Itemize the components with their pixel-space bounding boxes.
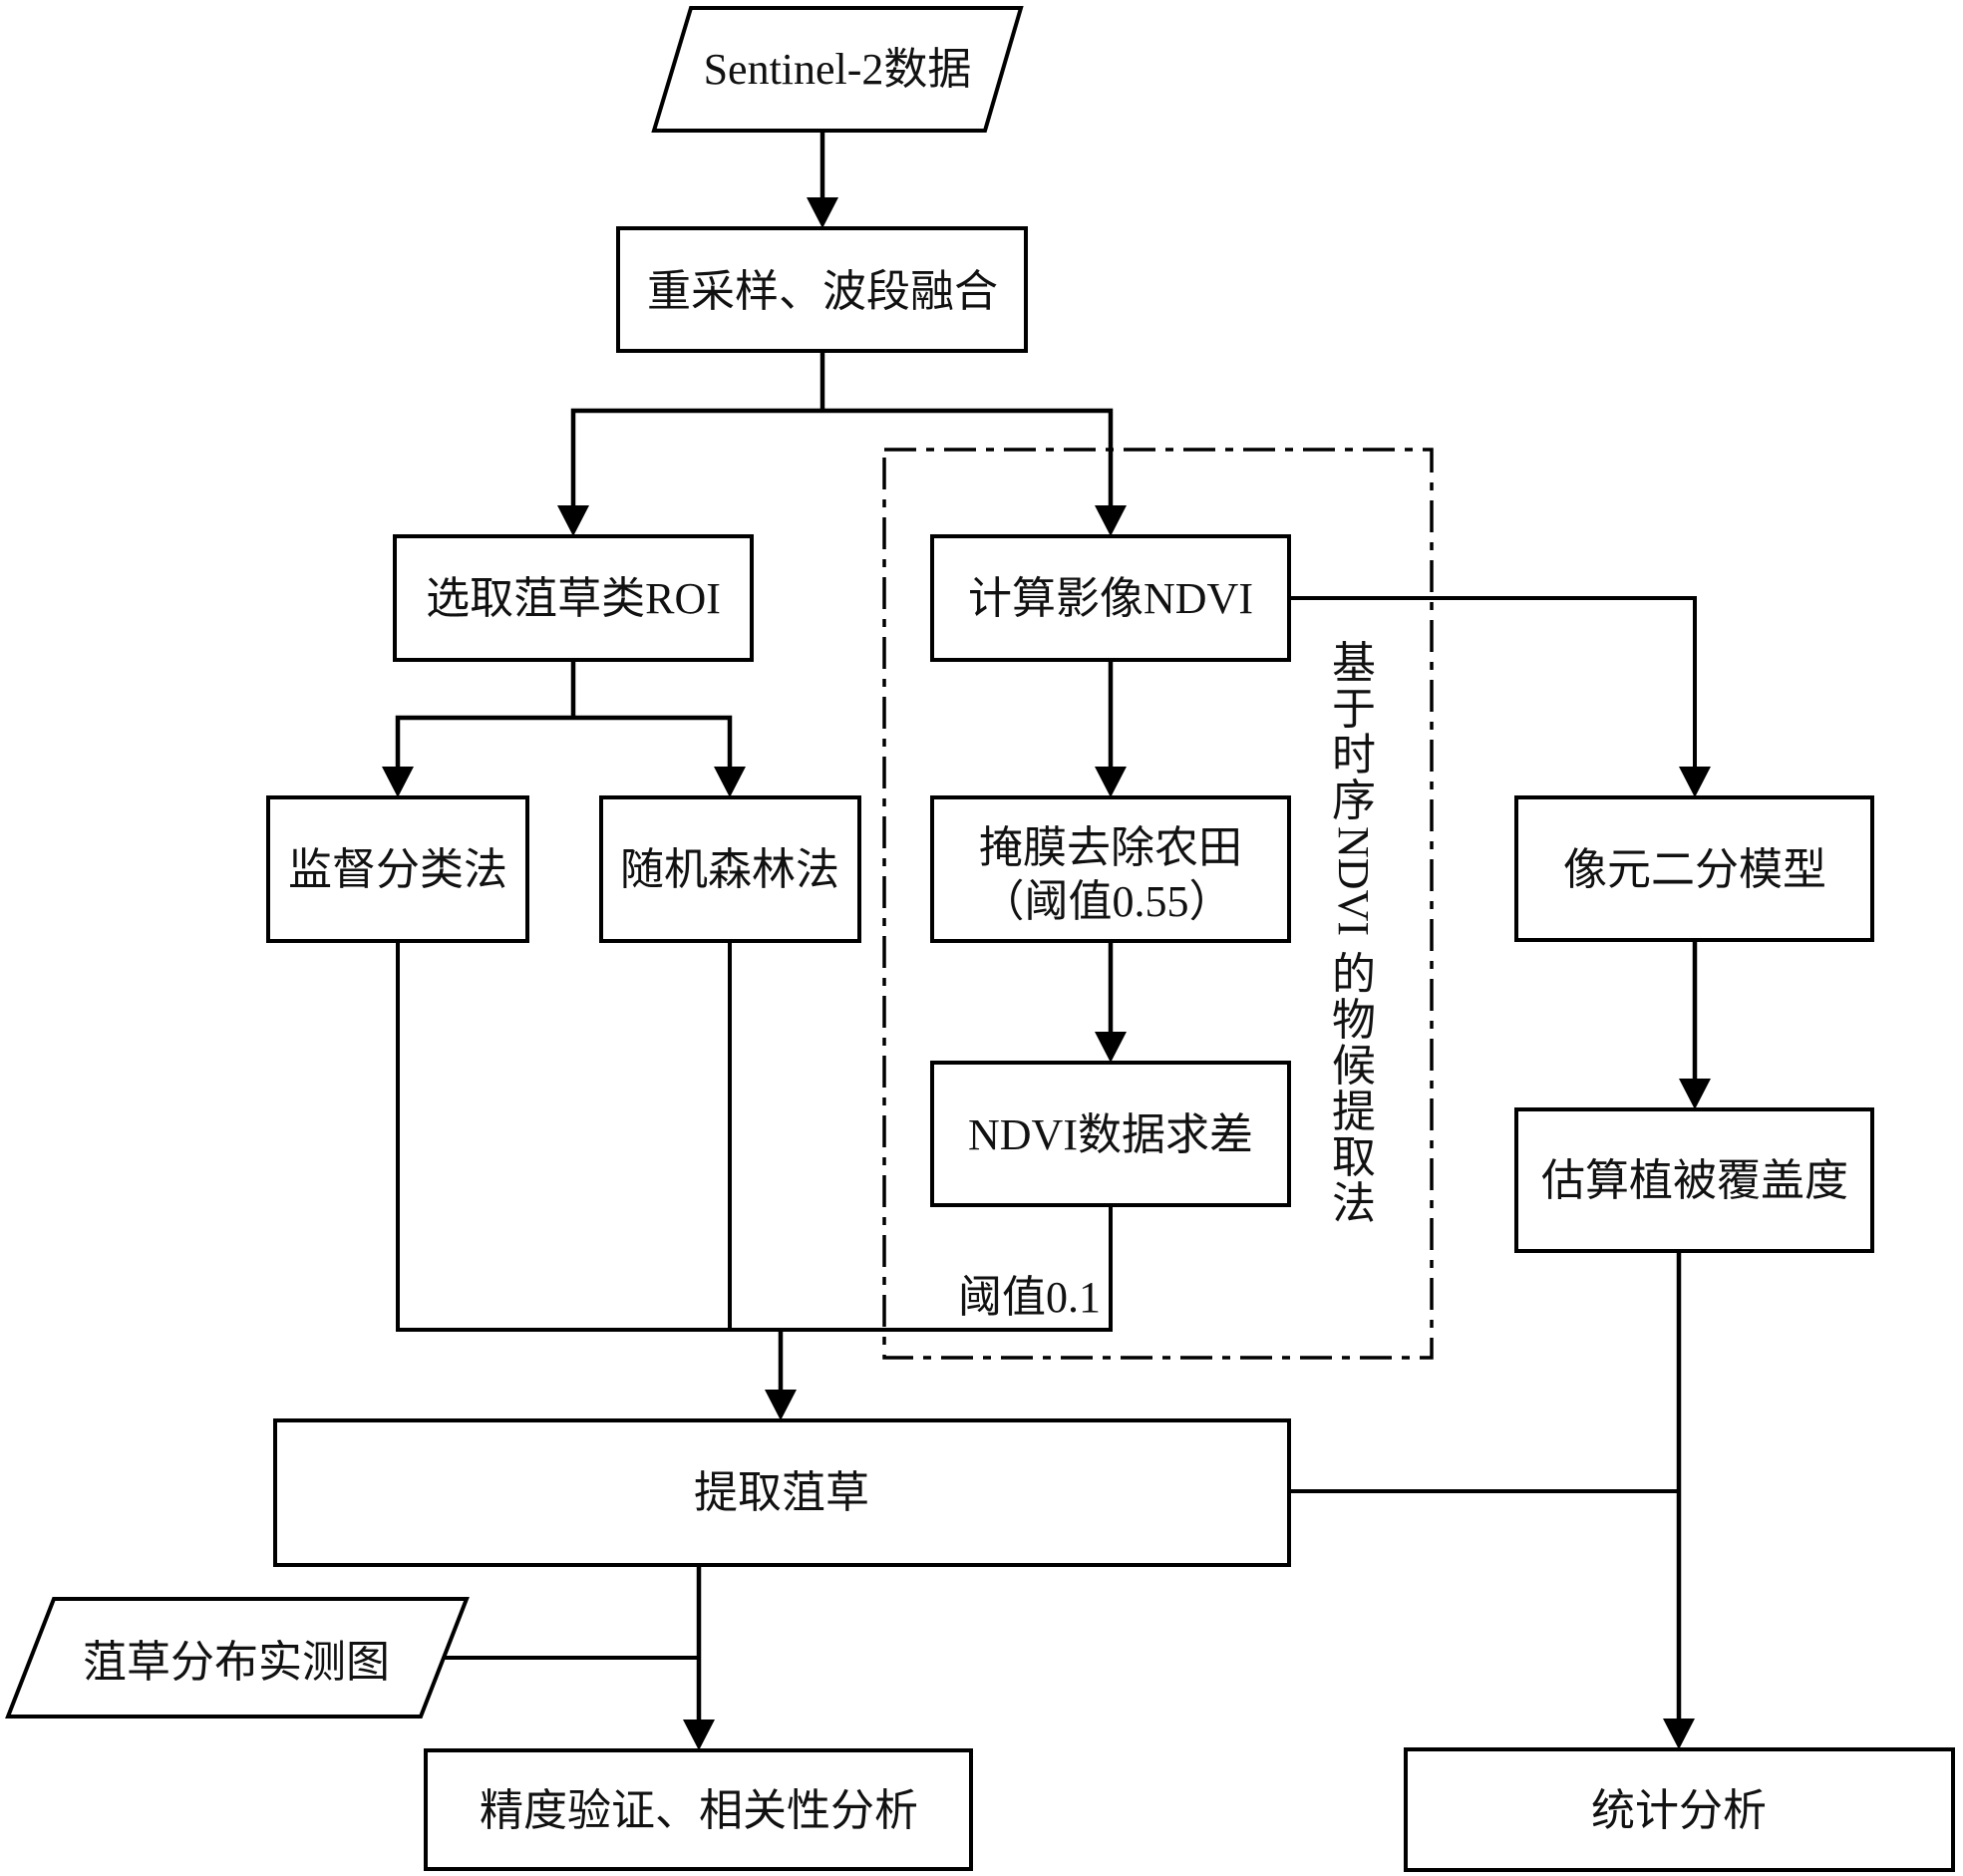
edge-resample-branch <box>570 408 1114 508</box>
edge-roi-branch <box>395 715 733 770</box>
group-label-char: 法 <box>1332 1179 1376 1228</box>
node-label: 选取菹草类ROI <box>426 574 721 623</box>
node-label: 估算植被覆盖度 <box>1541 1156 1848 1205</box>
edge-merge-to-extract <box>396 941 1113 1332</box>
node-field-distribution-map[interactable]: 菹草分布实测图 <box>5 1597 470 1719</box>
group-label-char: 候 <box>1332 1042 1376 1091</box>
node-label-line2: （阈值0.55） <box>981 877 1233 926</box>
group-label-char: 取 <box>1332 1133 1376 1182</box>
box-shape <box>930 795 1291 943</box>
node-accuracy-correlation[interactable]: 精度验证、相关性分析 <box>424 1748 973 1871</box>
node-label: 计算影像NDVI <box>968 574 1253 623</box>
node-label: NDVI数据求差 <box>968 1110 1253 1159</box>
group-label-char: NDVI <box>1329 826 1378 936</box>
box-shape <box>930 534 1291 662</box>
arrow-head <box>1095 767 1127 797</box>
box-shape <box>930 1061 1291 1207</box>
arrow-head <box>382 767 414 797</box>
node-label: 重采样、波段融合 <box>647 267 998 316</box>
box-shape <box>1514 795 1874 942</box>
node-calc-ndvi[interactable]: 计算影像NDVI <box>930 534 1291 662</box>
group-label-char: 时 <box>1332 731 1376 780</box>
node-label: 提取菹草 <box>694 1468 869 1517</box>
node-estimate-fvc[interactable]: 估算植被覆盖度 <box>1514 1107 1874 1253</box>
box-shape <box>266 795 529 943</box>
parallelogram-shape <box>5 1597 470 1719</box>
node-resample[interactable]: 重采样、波段融合 <box>616 226 1028 353</box>
connectors <box>382 131 1711 1750</box>
node-label: 像元二分模型 <box>1563 845 1826 894</box>
node-pixel-dichotomy-model[interactable]: 像元二分模型 <box>1514 795 1874 942</box>
ndvi-phenology-group-boundary <box>882 448 1434 1360</box>
node-label: 监督分类法 <box>288 845 507 894</box>
arrow-head <box>1679 767 1711 797</box>
node-mask-farmland[interactable]: 掩膜去除农田 （阈值0.55） <box>930 795 1291 943</box>
arrow-head <box>765 1390 797 1420</box>
node-label: Sentinel-2数据 <box>704 45 972 94</box>
arrow-head <box>557 505 589 536</box>
arrow-head <box>683 1720 715 1750</box>
arrow-head <box>1095 1032 1127 1063</box>
group-label-char: 于 <box>1332 685 1376 734</box>
arrow-head <box>714 767 746 797</box>
edge-ndvi-to-pixel-model <box>1289 596 1697 770</box>
group-label-char: 物 <box>1332 996 1376 1045</box>
parallelogram-shape <box>651 6 1024 133</box>
arrow-head <box>807 197 838 228</box>
node-label-line1: 掩膜去除农田 <box>979 823 1242 872</box>
group-label-char: 的 <box>1332 950 1376 999</box>
box-shape <box>424 1748 973 1871</box>
box-shape <box>273 1418 1291 1567</box>
node-sentinel-data[interactable]: Sentinel-2数据 <box>651 6 1024 133</box>
arrow-head <box>1095 505 1127 536</box>
group-label-char: 基 <box>1332 639 1376 688</box>
box-shape <box>599 795 861 943</box>
box-shape <box>616 226 1028 353</box>
node-label: 精度验证、相关性分析 <box>480 1786 918 1835</box>
node-label: 随机森林法 <box>620 845 839 894</box>
node-ndvi-difference[interactable]: NDVI数据求差 <box>930 1061 1291 1207</box>
box-shape <box>1404 1747 1955 1872</box>
group-label-char: 序 <box>1332 777 1376 825</box>
node-select-roi[interactable]: 选取菹草类ROI <box>393 534 754 662</box>
node-random-forest[interactable]: 随机森林法 <box>599 795 861 943</box>
node-label: 统计分析 <box>1591 1786 1767 1835</box>
node-statistical-analysis[interactable]: 统计分析 <box>1404 1747 1955 1872</box>
arrow-head <box>1663 1719 1695 1749</box>
group-label-char: 提 <box>1332 1088 1376 1136</box>
arrow-head <box>1679 1079 1711 1109</box>
box-shape <box>1514 1107 1874 1253</box>
node-supervised-classification[interactable]: 监督分类法 <box>266 795 529 943</box>
node-label: 菹草分布实测图 <box>83 1638 390 1687</box>
node-extract-pondweed[interactable]: 提取菹草 <box>273 1418 1291 1567</box>
box-shape <box>393 534 754 662</box>
threshold-label: 阈值0.1 <box>958 1273 1101 1322</box>
